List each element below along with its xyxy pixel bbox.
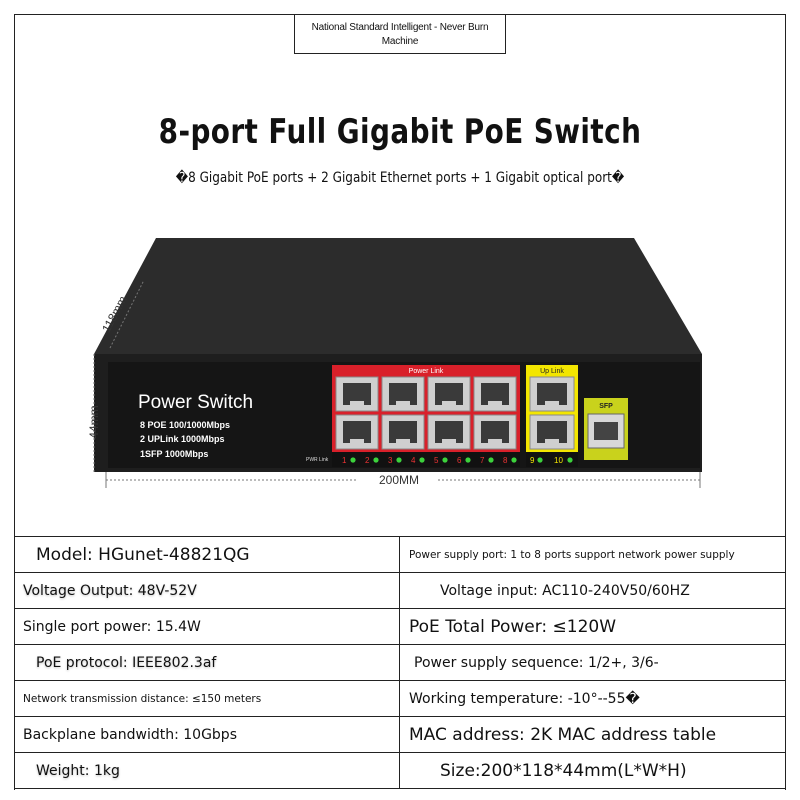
device-line1: 8 POE 100/1000Mbps (140, 420, 230, 430)
led-indicator (567, 457, 573, 463)
uplink-ethernet-port (529, 414, 575, 450)
spec-right: MAC address: 2K MAC address table (409, 724, 717, 745)
poe-ethernet-port (335, 376, 379, 412)
sfp-label: SFP (599, 403, 613, 410)
uplink-label: Up Link (540, 368, 564, 375)
spec-row: Network transmission distance: ≤150 mete… (14, 681, 786, 717)
led-indicator (396, 457, 402, 463)
led-indicator (442, 457, 448, 463)
spec-row: Voltage Output: 48V-52V Voltage input: AC… (14, 573, 786, 609)
led-indicator (537, 457, 543, 463)
device-line2: 2 UPLink 1000Mbps (140, 434, 225, 444)
spec-row: Weight: 1kg Size:200*118*44mm(L*W*H) (14, 753, 786, 789)
port-number: 8 (503, 456, 508, 465)
led-indicator (373, 457, 379, 463)
uplink-ethernet-port (529, 376, 575, 412)
spec-left: Voltage Output: 48V-52V (14, 573, 400, 608)
spec-table: Model: HGunet-48821QG Power supply port: … (14, 536, 786, 791)
poe-ethernet-port (335, 414, 379, 450)
port-number: 1 (342, 456, 347, 465)
spec-left: Weight: 1kg (14, 753, 400, 788)
poe-ethernet-port (473, 376, 517, 412)
spec-left: Backplane bandwidth: 10Gbps (14, 717, 400, 752)
port-number: 7 (480, 456, 485, 465)
port-number: 10 (554, 456, 563, 465)
spec-left: Model: HGunet-48821QG (14, 537, 400, 572)
poe-ethernet-port (381, 376, 425, 412)
spec-row: Backplane bandwidth: 10Gbps MAC address: … (14, 717, 786, 753)
device-brand: Power Switch (138, 392, 253, 413)
led-indicator (465, 457, 471, 463)
led-indicator (488, 457, 494, 463)
port-number: 3 (388, 456, 393, 465)
spec-row: Single port power: 15.4W PoE Total Power:… (14, 609, 786, 645)
tagline: National Standard Intelligent - Never Bu… (311, 22, 489, 47)
port-number: 5 (434, 456, 439, 465)
pwr-link-label: PWR Link (306, 457, 329, 463)
spec-right: Power supply port: 1 to 8 ports support … (409, 548, 735, 561)
page-title: 8-port Full Gigabit PoE Switch (158, 112, 642, 152)
tagline-box: National Standard Intelligent - Never Bu… (294, 14, 506, 54)
poe-ethernet-port (381, 414, 425, 450)
led-indicator (419, 457, 425, 463)
port-number: 6 (457, 456, 462, 465)
port-number: 4 (411, 456, 416, 465)
width-dimension: 200MM (379, 473, 419, 487)
spec-right: Voltage input: AC110-240V50/60HZ (440, 582, 690, 599)
spec-left: Single port power: 15.4W (14, 609, 400, 644)
spec-right: Power supply sequence: 1/2+, 3/6- (414, 654, 659, 671)
page-subtitle: �8 Gigabit PoE ports + 2 Gigabit Etherne… (175, 170, 625, 186)
poe-ethernet-port (473, 414, 517, 450)
device-line3: 1SFP 1000Mbps (140, 449, 208, 459)
spec-row: PoE protocol: IEEE802.3af Power supply se… (14, 645, 786, 681)
spec-right: PoE Total Power: ≤120W (409, 616, 617, 637)
switch-top (94, 238, 702, 354)
led-indicator (511, 457, 517, 463)
led-indicator (350, 457, 356, 463)
spec-left: Network transmission distance: ≤150 mete… (14, 681, 400, 716)
port-number: 9 (530, 456, 535, 465)
port-number: 2 (365, 456, 370, 465)
power-link-label: Power Link (409, 368, 444, 375)
height-dimension: 44mm (88, 405, 101, 438)
poe-ethernet-port (427, 376, 471, 412)
spec-right: Working temperature: -10°--55� (409, 690, 640, 707)
poe-ethernet-port (427, 414, 471, 450)
spec-right: Size:200*118*44mm(L*W*H) (440, 760, 687, 781)
switch-product-image: Power Switch 8 POE 100/1000Mbps 2 UPLink… (88, 238, 702, 488)
spec-row: Model: HGunet-48821QG Power supply port: … (14, 537, 786, 573)
spec-left: PoE protocol: IEEE802.3af (14, 645, 400, 680)
